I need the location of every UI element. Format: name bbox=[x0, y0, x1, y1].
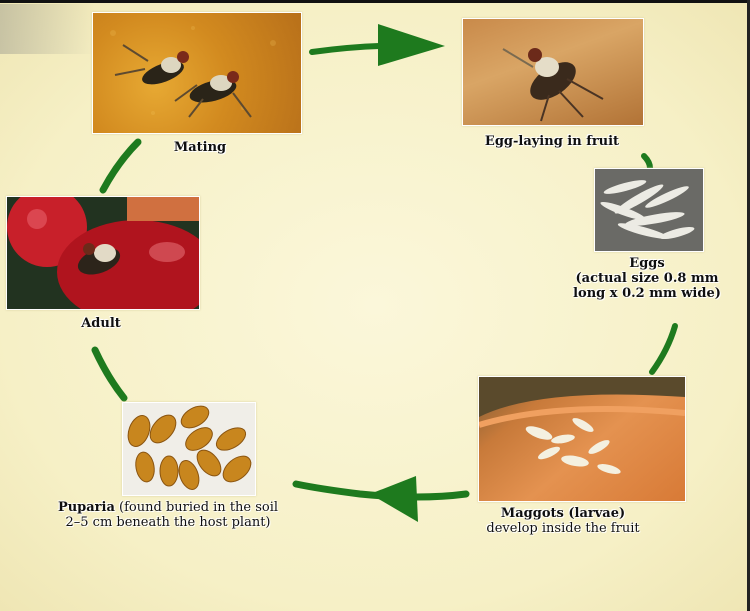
mating-caption: Mating bbox=[140, 140, 260, 155]
maggots-photo bbox=[478, 376, 686, 502]
mating-label: Mating bbox=[140, 140, 260, 155]
puparia-label: Puparia bbox=[58, 500, 115, 515]
eggs-detail-line2: long x 0.2 mm wide) bbox=[552, 286, 742, 301]
arrow-eggs-to-maggots bbox=[652, 326, 675, 372]
adult-caption: Adult bbox=[56, 316, 146, 331]
maggots-label: Maggots (larvae) bbox=[460, 506, 666, 521]
puparia-detail-line1: (found buried in the soil bbox=[119, 500, 278, 515]
maggots-caption: Maggots (larvae) develop inside the frui… bbox=[460, 506, 666, 536]
eggs-photo bbox=[594, 168, 704, 252]
eggs-caption: Eggs (actual size 0.8 mm long x 0.2 mm w… bbox=[552, 256, 742, 301]
arrow-puparia-to-adult bbox=[95, 350, 124, 398]
arrow-adult-to-mating bbox=[103, 142, 138, 190]
puparia-detail-line2: 2–5 cm beneath the host plant) bbox=[28, 515, 308, 530]
maggots-detail: develop inside the fruit bbox=[460, 521, 666, 536]
puparia-line1: Puparia (found buried in the soil bbox=[28, 500, 308, 515]
adult-label: Adult bbox=[56, 316, 146, 331]
adult-photo bbox=[6, 196, 200, 310]
eggs-icon bbox=[595, 169, 703, 251]
eggs-detail-line1: (actual size 0.8 mm bbox=[552, 271, 742, 286]
eggs-label: Eggs bbox=[552, 256, 742, 271]
egg-laying-caption: Egg-laying in fruit bbox=[452, 134, 652, 149]
puparia-photo bbox=[122, 402, 256, 496]
puparia-caption: Puparia (found buried in the soil 2–5 cm… bbox=[28, 500, 308, 530]
egg-laying-label: Egg-laying in fruit bbox=[452, 134, 652, 149]
puparia-icon bbox=[123, 403, 255, 495]
fly-pair-icon bbox=[93, 13, 301, 133]
arrow-egglaying-to-eggs bbox=[644, 156, 650, 168]
maggots-icon bbox=[479, 377, 685, 501]
fly-on-fruit-icon bbox=[463, 19, 643, 125]
egg-laying-photo bbox=[462, 18, 644, 126]
arrowhead-egglaying bbox=[378, 24, 445, 66]
mating-photo bbox=[92, 12, 302, 134]
fly-on-fruit-icon bbox=[7, 197, 199, 309]
